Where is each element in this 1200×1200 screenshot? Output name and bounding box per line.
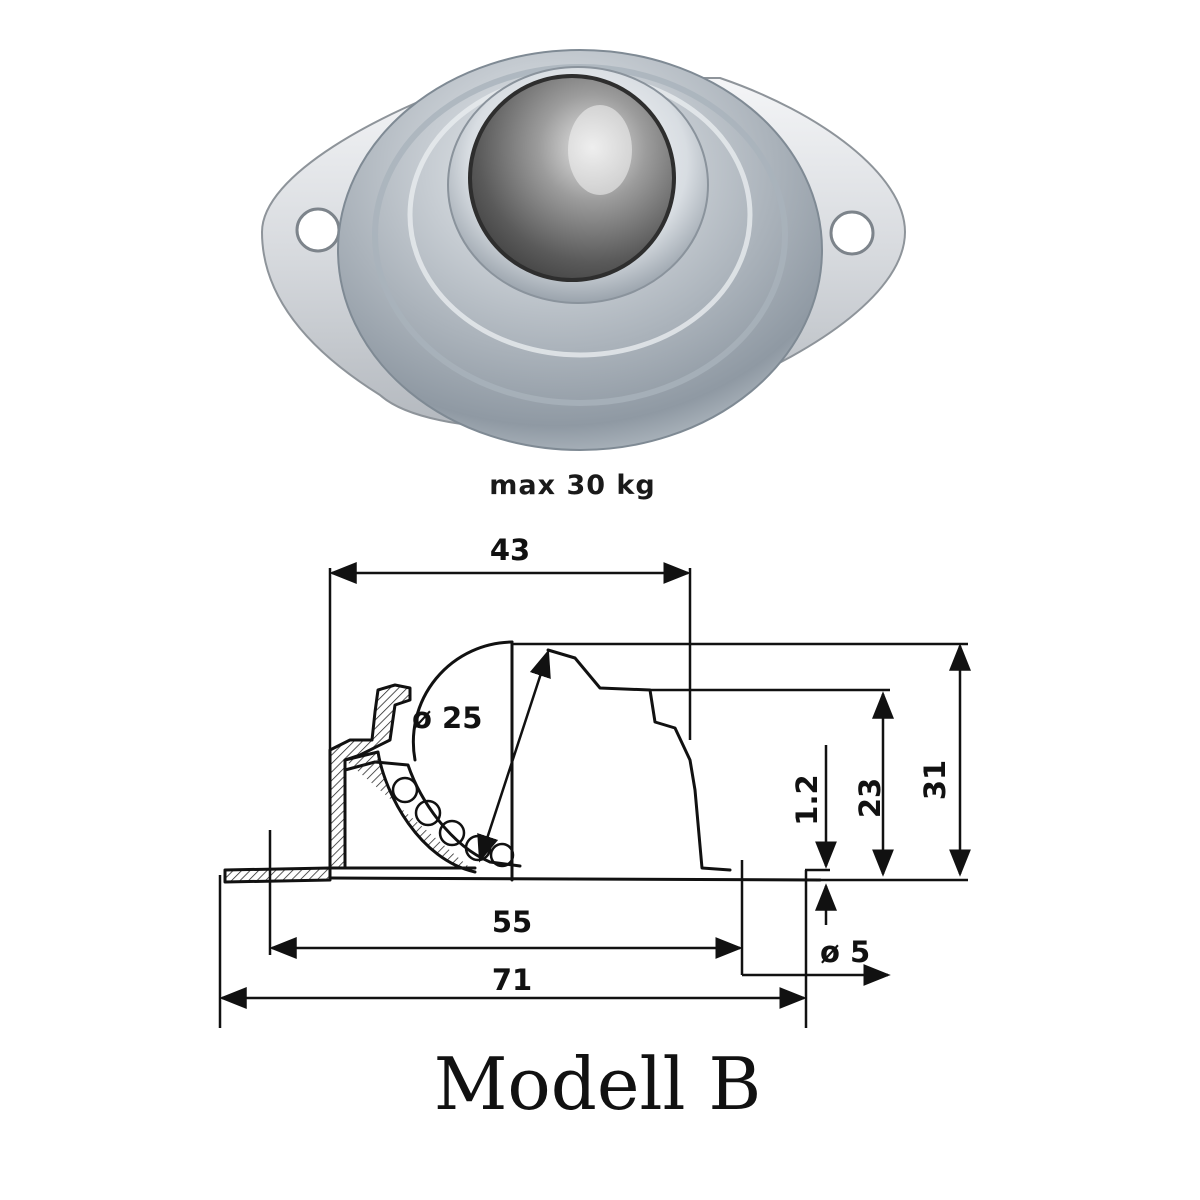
mounting-hole-right <box>829 210 875 256</box>
base-line <box>328 876 822 882</box>
dim-hole-spacing: 55 <box>492 905 532 939</box>
ball-highlight <box>568 105 632 195</box>
dim-flange-length: 71 <box>492 963 532 997</box>
flange-plate-outline <box>223 866 332 884</box>
dim-top-width: 43 <box>490 533 530 567</box>
load-capacity-caption: max 30 kg <box>489 470 656 501</box>
ball-outline <box>411 640 514 762</box>
ball-transfer-unit-photo <box>260 49 907 451</box>
ball-cup-outer <box>343 750 477 874</box>
right-profile <box>546 648 732 872</box>
dim-flange-thickness: 1.2 <box>790 774 824 825</box>
dim-ball-diameter: ø 25 <box>412 701 482 735</box>
dim-hole-diameter: ø 5 <box>820 935 870 969</box>
model-title: Modell B <box>433 1042 762 1126</box>
dim-height-body: 23 <box>853 778 887 818</box>
dim-height-total: 31 <box>918 760 952 800</box>
